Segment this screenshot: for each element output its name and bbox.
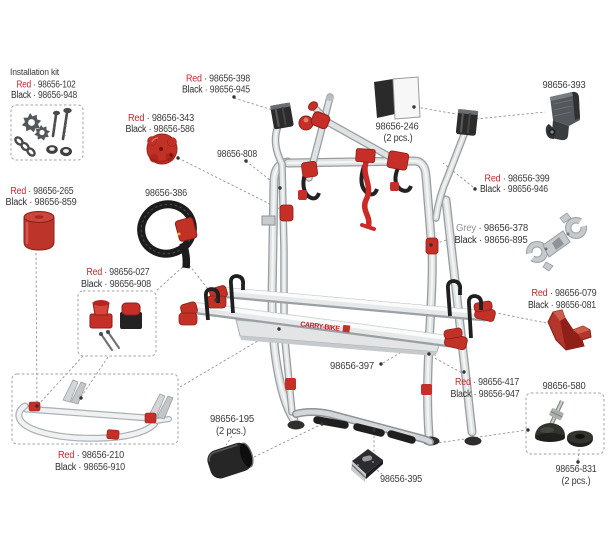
svg-text:Black · 98656-947: Black · 98656-947: [451, 389, 521, 400]
svg-text:Installation kit: Installation kit: [10, 67, 60, 77]
svg-text:Black · 98656-910: Black · 98656-910: [55, 462, 126, 473]
svg-text:98656-246: 98656-246: [376, 122, 420, 133]
svg-text:Red · 98656-265: Red · 98656-265: [11, 186, 75, 197]
svg-text:(2 pcs.): (2 pcs.): [384, 133, 413, 144]
svg-text:Red · 98656-079: Red · 98656-079: [532, 288, 598, 299]
svg-text:Red · 98656-027: Red · 98656-027: [87, 267, 151, 278]
svg-text:Red · 98656-343: Red · 98656-343: [128, 113, 195, 124]
svg-text:Red · 98656-210: Red · 98656-210: [58, 450, 125, 461]
svg-text:98656-580: 98656-580: [543, 381, 587, 392]
svg-text:98656-808: 98656-808: [217, 149, 258, 160]
svg-text:Black · 98656-945: Black · 98656-945: [182, 85, 251, 96]
svg-text:98656-395: 98656-395: [380, 474, 423, 485]
svg-text:98656-831: 98656-831: [556, 464, 598, 475]
svg-text:98656-195: 98656-195: [210, 414, 255, 425]
svg-text:Black · 98656-081: Black · 98656-081: [528, 300, 597, 311]
svg-text:CARRY-BIKE: CARRY-BIKE: [300, 321, 341, 333]
svg-text:Black · 98656-908: Black · 98656-908: [81, 279, 152, 290]
svg-text:Black · 98656-895: Black · 98656-895: [455, 235, 529, 246]
svg-text:Grey · 98656-378: Grey · 98656-378: [456, 223, 529, 234]
svg-text:(2 pcs.): (2 pcs.): [216, 426, 246, 437]
svg-text:(2 pcs.): (2 pcs.): [562, 476, 591, 487]
svg-text:98656-386: 98656-386: [145, 188, 188, 199]
svg-text:98656-397: 98656-397: [330, 361, 375, 372]
svg-text:Black · 98656-948: Black · 98656-948: [11, 90, 78, 101]
svg-text:Black · 98656-586: Black · 98656-586: [126, 124, 196, 135]
svg-text:Red · 98656-417: Red · 98656-417: [455, 377, 520, 388]
svg-text:Red · 98656-398: Red · 98656-398: [186, 74, 251, 85]
svg-text:Red · 98656-399: Red · 98656-399: [485, 174, 551, 185]
svg-text:98656-393: 98656-393: [543, 80, 587, 91]
svg-text:Black · 98656-946: Black · 98656-946: [480, 184, 549, 195]
svg-text:Black · 98656-859: Black · 98656-859: [6, 197, 78, 208]
svg-text:Red · 98656-102: Red · 98656-102: [17, 80, 77, 91]
